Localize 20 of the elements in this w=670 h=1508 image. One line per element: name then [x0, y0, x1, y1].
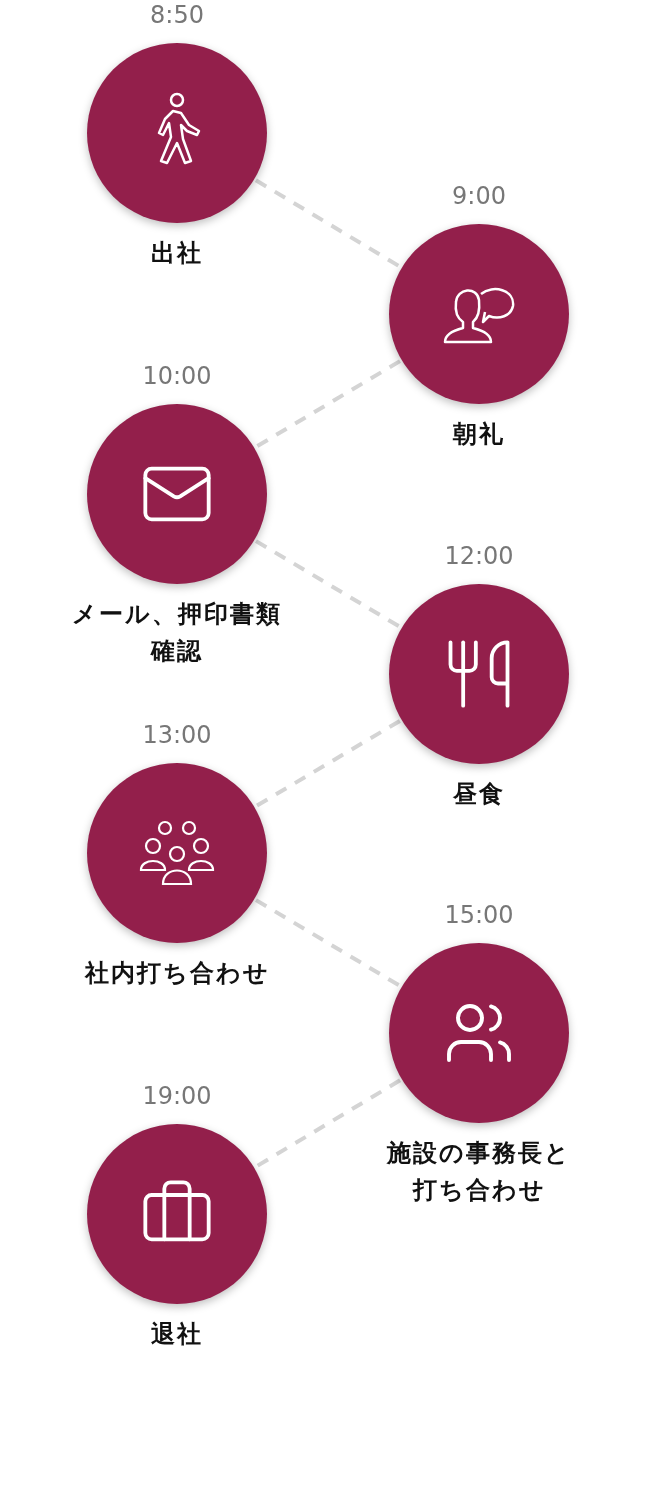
step-label: 朝礼 — [453, 419, 505, 450]
step-label: 出社 — [151, 238, 203, 269]
step-label: 社内打ち合わせ — [84, 958, 270, 989]
time-label: 9:00 — [452, 181, 506, 211]
dashed-connector — [255, 539, 401, 629]
step-label: 施設の事務長と打ち合わせ — [385, 1138, 572, 1206]
dashed-connector — [254, 1078, 402, 1169]
time-label: 15:00 — [444, 900, 514, 930]
time-label: 10:00 — [142, 361, 212, 391]
dashed-connector — [255, 719, 401, 808]
time-label: 8:50 — [150, 0, 204, 30]
step-label: 昼食 — [453, 779, 505, 810]
time-label: 12:00 — [444, 541, 514, 571]
step-label: メール、押印書類確認 — [71, 599, 283, 667]
dashed-connector — [255, 359, 401, 449]
dashed-connector — [255, 898, 401, 988]
dashed-connector — [254, 178, 402, 269]
time-label: 19:00 — [142, 1081, 212, 1111]
time-label: 13:00 — [142, 720, 212, 750]
step-label: 退社 — [151, 1319, 203, 1350]
